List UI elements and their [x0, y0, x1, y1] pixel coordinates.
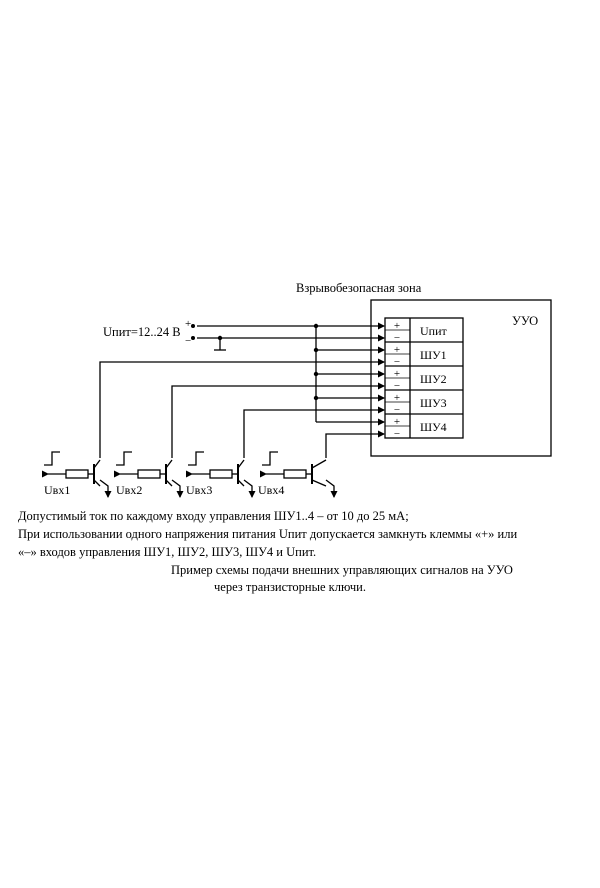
- terminal-shu3-minus: −: [394, 404, 400, 416]
- transistor-stage-3: [186, 451, 245, 487]
- wire-shu4: [325, 430, 385, 458]
- terminal-shu3-plus: +: [394, 392, 400, 404]
- wire-shu2: [171, 382, 385, 458]
- device-label: УУО: [512, 314, 538, 328]
- supply-minus-sign: −: [185, 335, 191, 347]
- wire-shu1: [99, 358, 385, 458]
- note-line-3: «–» входов управления ШУ1, ШУ2, ШУ3, ШУ4…: [18, 545, 317, 559]
- terminal-label-shu4: ШУ4: [420, 420, 447, 434]
- caption-line-1: Пример схемы подачи внешних управляющих …: [171, 563, 513, 577]
- terminal-shu4-plus: +: [394, 416, 400, 428]
- zone-title: Взрывобезопасная зона: [296, 281, 422, 295]
- terminal-shu1-minus: −: [394, 356, 400, 368]
- terminal-shu1-plus: +: [394, 344, 400, 356]
- terminal-shu4-minus: −: [394, 428, 400, 440]
- terminal-shu2-plus: +: [394, 368, 400, 380]
- terminal-label-shu1: ШУ1: [420, 348, 447, 362]
- supply-label: Uпит=12..24 В: [103, 325, 181, 339]
- input-label-4: Uвх4: [258, 483, 284, 497]
- input-label-1: Uвх1: [44, 483, 70, 497]
- note-line-1: Допустимый ток по каждому входу управлен…: [18, 509, 409, 523]
- terminal-shu2-minus: −: [394, 380, 400, 392]
- transistor-stage-1: [42, 451, 101, 487]
- terminal-label-uPit: Uпит: [420, 324, 448, 338]
- terminal-uPit-plus: +: [394, 320, 400, 332]
- transistor-stage-2: [114, 451, 173, 487]
- terminal-label-shu2: ШУ2: [420, 372, 447, 386]
- terminal-label-shu3: ШУ3: [420, 396, 447, 410]
- device-box: [370, 299, 552, 457]
- input-label-3: Uвх3: [186, 483, 212, 497]
- transistor-stage-4: [260, 451, 327, 487]
- note-line-2: При использовании одного напряжения пита…: [18, 527, 518, 541]
- wire-shu3: [243, 406, 385, 458]
- input-label-2: Uвх2: [116, 483, 142, 497]
- caption-line-2: через транзисторные ключи.: [214, 580, 366, 594]
- supply-plus-sign: +: [185, 318, 191, 330]
- terminal-uPit-minus: −: [394, 332, 400, 344]
